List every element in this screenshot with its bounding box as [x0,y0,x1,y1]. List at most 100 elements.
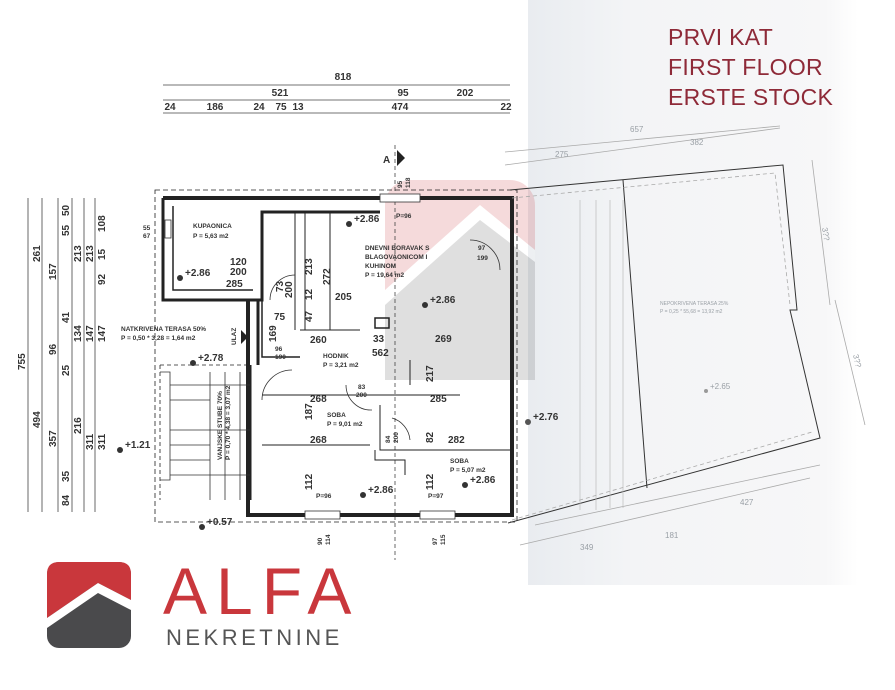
svg-text:25: 25 [61,364,72,376]
svg-text:97: 97 [432,537,439,545]
dim: 75 [275,102,287,113]
level-label: +2.65 [710,382,731,391]
left-dimensions [27,198,96,512]
level-label: +2.86 [185,268,211,279]
svg-text:P=96: P=96 [316,493,332,500]
entrance-label: ULAZ [231,328,238,345]
svg-text:97: 97 [478,245,486,252]
room-area: P = 0,50 * 3,28 = 1,64 m2 [121,335,196,342]
svg-text:BLAGOVAONICOM I: BLAGOVAONICOM I [365,254,428,261]
svg-text:268: 268 [310,435,327,446]
svg-text:P = 0,70 * 4,38 = 3,07 m2: P = 0,70 * 4,38 = 3,07 m2 [225,385,232,460]
dim: 24 [253,102,265,113]
room-name-soba: SOBA [450,458,469,465]
level-label: +2.76 [533,412,559,423]
svg-text:P=96: P=96 [396,213,412,220]
svg-text:382: 382 [690,138,704,147]
svg-text:84: 84 [385,435,392,443]
title-line: FIRST FLOOR [668,54,823,80]
svg-text:41: 41 [61,311,72,323]
svg-text:427: 427 [740,498,754,507]
svg-text:115: 115 [440,534,447,545]
terrace-label: NEPOKRIVENA TERASA 25% [660,301,729,307]
room-area: P = 5,63 m2 [193,233,229,240]
room-area: P = 3,21 m2 [323,362,359,369]
room-area: P = 5,07 m2 [450,467,486,474]
doors [261,239,501,441]
alfa-logo-icon [47,562,131,648]
svg-text:205: 205 [335,292,352,303]
level-label: +0.57 [207,517,233,528]
svg-text:200: 200 [230,267,247,278]
svg-text:118: 118 [405,177,412,188]
svg-text:P=97: P=97 [428,493,444,500]
terrace-dim: 3?? [820,227,831,242]
section-marker-a: A 95 118 [383,145,412,560]
svg-text:108: 108 [97,215,108,232]
room-name-kupaonica: KUPAONICA [193,223,232,230]
svg-text:35: 35 [61,470,72,482]
svg-text:311: 311 [85,433,96,450]
room-name-hodnik: HODNIK [323,353,349,360]
level-label: +2.86 [470,475,496,486]
svg-text:75: 75 [274,312,286,323]
svg-text:55: 55 [143,225,151,232]
svg-text:50: 50 [61,204,72,216]
terrace-dim: 3?? [851,353,863,369]
svg-text:KUHINOM: KUHINOM [365,263,396,270]
svg-text:349: 349 [580,543,594,552]
floor-title: PRVI KAT FIRST FLOOR ERSTE STOCK [668,22,833,112]
title-line: PRVI KAT [668,24,774,50]
svg-text:90: 90 [317,537,324,545]
logo-subtitle: NEKRETNINE [166,625,343,650]
svg-text:83: 83 [358,384,366,391]
room-area: P = 19,64 m2 [365,272,404,279]
svg-text:33: 33 [373,334,385,345]
svg-text:282: 282 [448,435,465,446]
svg-text:169: 169 [268,325,279,342]
svg-text:73: 73 [275,280,286,292]
svg-text:268: 268 [310,394,327,405]
svg-text:657: 657 [630,125,644,134]
svg-text:272: 272 [322,268,333,285]
svg-text:55: 55 [61,224,72,236]
entrance-arrow-icon [241,330,248,344]
dim: 474 [392,102,409,113]
svg-text:269: 269 [435,334,452,345]
room-name-stube: VANJSKE STUBE 70% [217,391,224,460]
room-name-terasa: NATKRIVENA TERASA 50% [121,326,206,333]
level-label: +2.86 [354,214,380,225]
svg-text:311: 311 [97,433,108,450]
svg-text:A: A [383,155,390,166]
windows [164,193,456,520]
svg-text:112: 112 [425,473,436,490]
svg-text:84: 84 [61,494,72,506]
svg-text:213: 213 [85,245,96,262]
svg-text:285: 285 [430,394,447,405]
svg-text:112: 112 [304,473,315,490]
svg-text:67: 67 [143,233,151,240]
svg-text:82: 82 [425,431,436,443]
svg-text:147: 147 [97,325,108,342]
dim: 521 [272,88,289,99]
level-label: +2.86 [368,485,394,496]
svg-text:96: 96 [275,346,283,353]
svg-text:217: 217 [425,365,436,382]
svg-text:15: 15 [97,248,108,260]
logo-wordmark: ALFA [163,554,361,628]
title-line: ERSTE STOCK [668,84,834,110]
dim: 13 [292,102,304,113]
uncovered-terrace [504,125,866,546]
svg-text:285: 285 [226,279,243,290]
svg-text:147: 147 [85,325,96,342]
svg-text:181: 181 [665,531,679,540]
svg-text:213: 213 [304,258,315,275]
svg-text:96: 96 [48,343,59,355]
dim: 22 [500,102,512,113]
room-name-dnevni: DNEVNI BORAVAK S [365,245,430,252]
svg-text:187: 187 [304,403,315,420]
dim: 186 [207,102,224,113]
svg-text:357: 357 [48,430,59,447]
